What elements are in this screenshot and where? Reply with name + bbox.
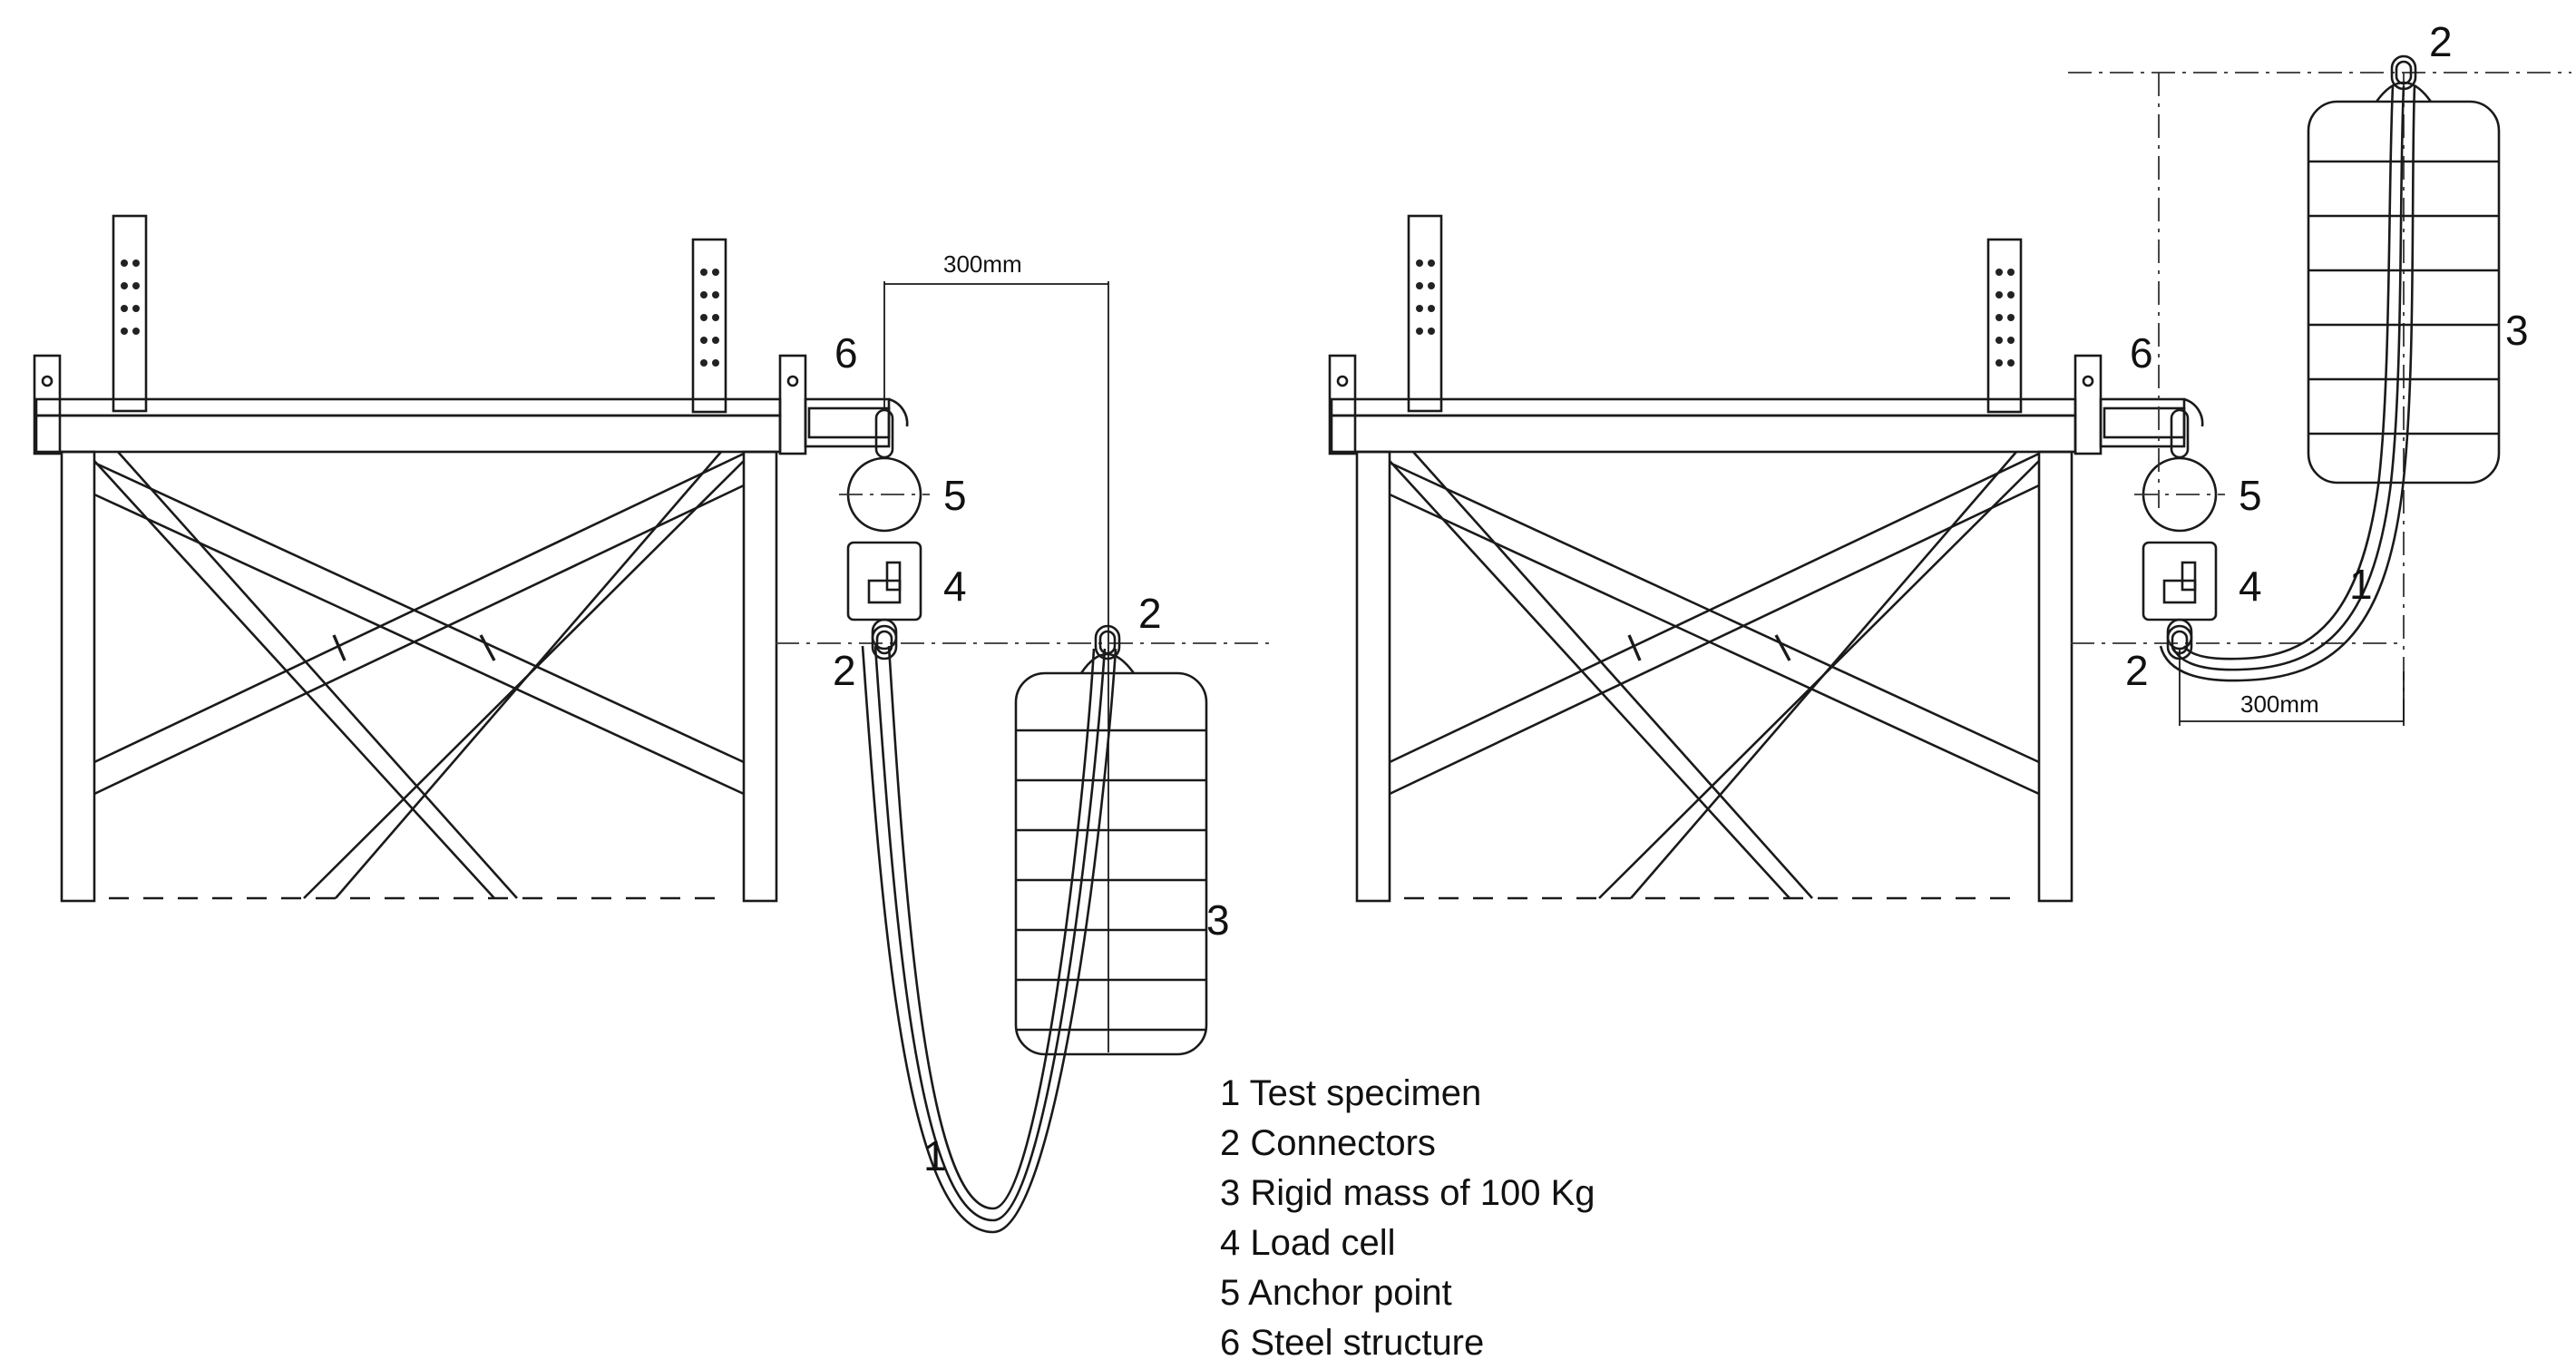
dimension-300mm-right: 300mm: [2179, 649, 2405, 726]
dimension-300mm-left: 300mm: [883, 250, 1109, 1052]
left-setup: 300mm: [33, 214, 1270, 1234]
connector-left-mass: [1079, 624, 1136, 674]
callout-structure-left: 6: [834, 329, 858, 377]
callout-anchor-right: 5: [2239, 472, 2262, 519]
callout-connector-right-a: 2: [2125, 647, 2149, 694]
callout-connector-left-b: 2: [1138, 590, 1162, 637]
callout-mass-left: 3: [1206, 896, 1230, 944]
callout-connector-left-a: 2: [833, 647, 856, 694]
callout-specimen-left: 1: [923, 1132, 947, 1179]
legend: 1 Test specimen 2 Connectors 3 Rigid mas…: [1220, 1073, 1595, 1363]
connector-right-top: [2375, 54, 2433, 103]
callout-specimen-right: 1: [2349, 561, 2373, 608]
legend-item-4: 4 Load cell: [1220, 1223, 1395, 1263]
rigid-mass-left: [1014, 671, 1208, 1056]
test-specimen-left: [861, 645, 1117, 1234]
rigid-mass-right: [2307, 100, 2501, 484]
legend-item-1: 1 Test specimen: [1220, 1073, 1481, 1113]
callout-mass-right: 3: [2505, 307, 2529, 354]
dimension-label-left: 300mm: [943, 250, 1022, 278]
callout-load-cell-left: 4: [943, 563, 967, 610]
anchor-assembly-right: [2134, 408, 2225, 651]
steel-structure-right: [1328, 214, 2204, 903]
callout-structure-right: 6: [2130, 329, 2153, 377]
legend-item-3: 3 Rigid mass of 100 Kg: [1220, 1173, 1595, 1213]
legend-item-5: 5 Anchor point: [1220, 1273, 1452, 1313]
legend-item-2: 2 Connectors: [1220, 1123, 1436, 1163]
connector-right-bottom: [2166, 624, 2193, 661]
right-setup: 300mm 6 5 4: [1328, 18, 2571, 903]
legend-item-6: 6 Steel structure: [1220, 1323, 1484, 1363]
dimension-label-right: 300mm: [2240, 690, 2319, 718]
callout-anchor-left: 5: [943, 472, 967, 519]
test-specimen-right: [2159, 85, 2416, 682]
callout-connector-right-b: 2: [2429, 18, 2453, 65]
connector-left-bottom: [871, 624, 898, 661]
steel-structure-left: [33, 214, 909, 903]
callout-load-cell-right: 4: [2239, 563, 2262, 610]
